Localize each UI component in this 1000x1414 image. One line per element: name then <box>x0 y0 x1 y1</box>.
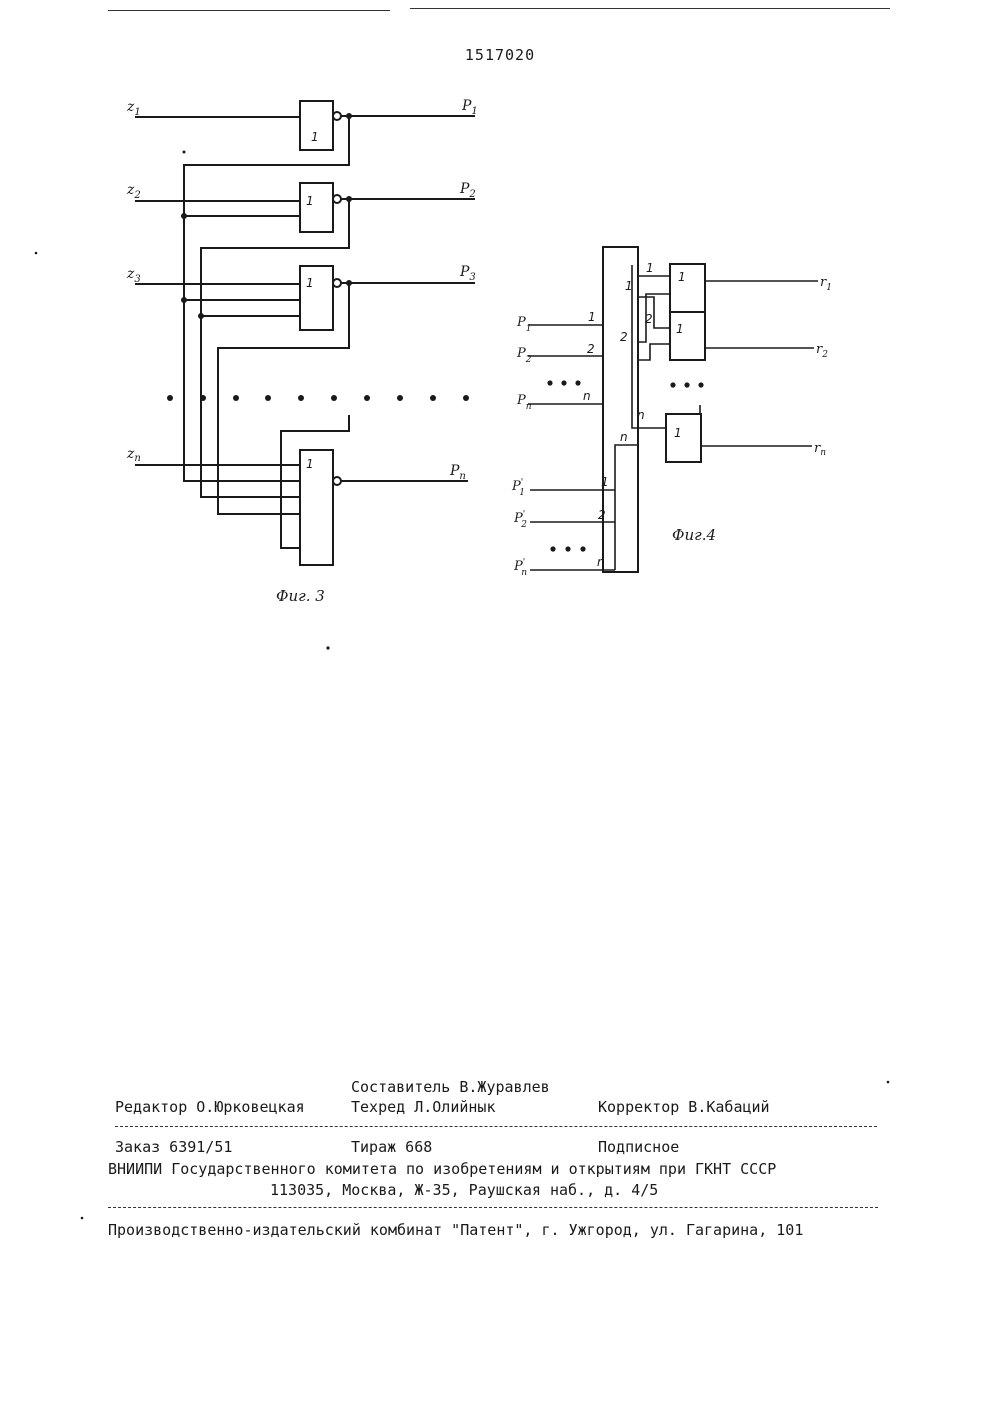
imprint-corrector: Корректор В.Кабаций <box>598 1098 770 1116</box>
svg-text:1: 1 <box>646 261 654 275</box>
imprint-org-line2: 113035, Москва, Ж-35, Раушская наб., д. … <box>270 1181 658 1199</box>
fig3-gate-2-label: 1 <box>306 194 314 208</box>
imprint-divider-2 <box>108 1207 878 1208</box>
svg-text:2: 2 <box>587 342 595 356</box>
svg-text:n: n <box>597 555 605 569</box>
imprint-org-line1: ВНИИПИ Государственного комитета по изоб… <box>108 1160 776 1178</box>
fig3-output-pn: Pn <box>449 463 466 482</box>
svg-text:1: 1 <box>676 322 684 336</box>
fig4-gate-n <box>666 414 701 462</box>
svg-text:n: n <box>583 389 591 403</box>
imprint-divider-1 <box>115 1126 877 1127</box>
imprint-compiler: Составитель В.Журавлев <box>351 1078 550 1096</box>
fig4-output-rn: rn <box>814 441 826 458</box>
svg-text:2: 2 <box>645 312 653 326</box>
imprint-printer: Производственно-издательский комбинат "П… <box>108 1221 803 1239</box>
fig3-bubble-3 <box>333 279 341 287</box>
fig3-output-p2: P2 <box>459 181 476 200</box>
fig4-input-p2-prime: P'2 <box>513 510 527 530</box>
svg-text:1: 1 <box>588 310 596 324</box>
fig3-gate-1-label: 1 <box>311 130 319 144</box>
fig4-p-prime-ellipsis <box>550 546 585 551</box>
figure-4: P1 P2 Pn 1 2 n P'1 P'2 P'n 1 2 n n 1 <box>511 247 832 578</box>
fig3-caption: Фиг. 3 <box>276 587 325 605</box>
fig3-bubble-2 <box>333 195 341 203</box>
svg-text:n: n <box>620 430 628 444</box>
imprint-order: Заказ 6391/51 <box>115 1138 232 1156</box>
figure-3: z1 z2 z3 zn P1 P2 P3 Pn 1 1 1 1 <box>126 98 478 650</box>
fig4-gate-ellipsis <box>670 382 703 387</box>
fig3-output-p3: P3 <box>459 264 476 283</box>
imprint-circulation: Тираж 668 <box>351 1138 432 1156</box>
fig3-bubble-1 <box>333 112 341 120</box>
fig3-gate-3 <box>300 266 333 330</box>
fig4-output-r1: r1 <box>820 275 832 293</box>
imprint-editor: Редактор О.Юрковецкая <box>115 1098 305 1116</box>
svg-text:2: 2 <box>620 330 628 344</box>
fig3-input-z2: z2 <box>126 182 141 201</box>
fig4-input-pn-prime: P'n <box>513 558 527 578</box>
fig3-bubble-n <box>333 477 341 485</box>
fig3-input-z1: z1 <box>126 99 141 118</box>
fig4-caption: Фиг.4 <box>672 526 716 544</box>
fig4-input-p1-prime: P'1 <box>511 478 525 498</box>
fig4-gate-2 <box>670 312 705 360</box>
fig3-ellipsis <box>167 395 469 401</box>
fig3-gate-2 <box>300 183 333 232</box>
svg-text:1: 1 <box>678 270 686 284</box>
fig3-gate-n-label: 1 <box>306 457 314 471</box>
svg-text:1: 1 <box>674 426 682 440</box>
fig4-p-ellipsis <box>547 380 580 385</box>
svg-text:n: n <box>637 408 645 422</box>
svg-text:1: 1 <box>601 475 609 489</box>
fig3-gate-n <box>300 450 333 565</box>
fig4-gate-1 <box>670 264 705 312</box>
fig3-output-p1: P1 <box>461 98 478 117</box>
imprint-techred: Техред Л.Олийнык <box>351 1098 496 1116</box>
fig3-input-zn: zn <box>126 446 141 464</box>
fig3-gate-3-label: 1 <box>306 276 314 290</box>
fig4-input-pn: Pn <box>516 393 532 412</box>
fig3-input-z3: z3 <box>126 266 141 285</box>
imprint-subscription: Подписное <box>598 1138 679 1156</box>
fig4-output-r2: r2 <box>816 342 828 360</box>
svg-text:2: 2 <box>598 508 606 522</box>
